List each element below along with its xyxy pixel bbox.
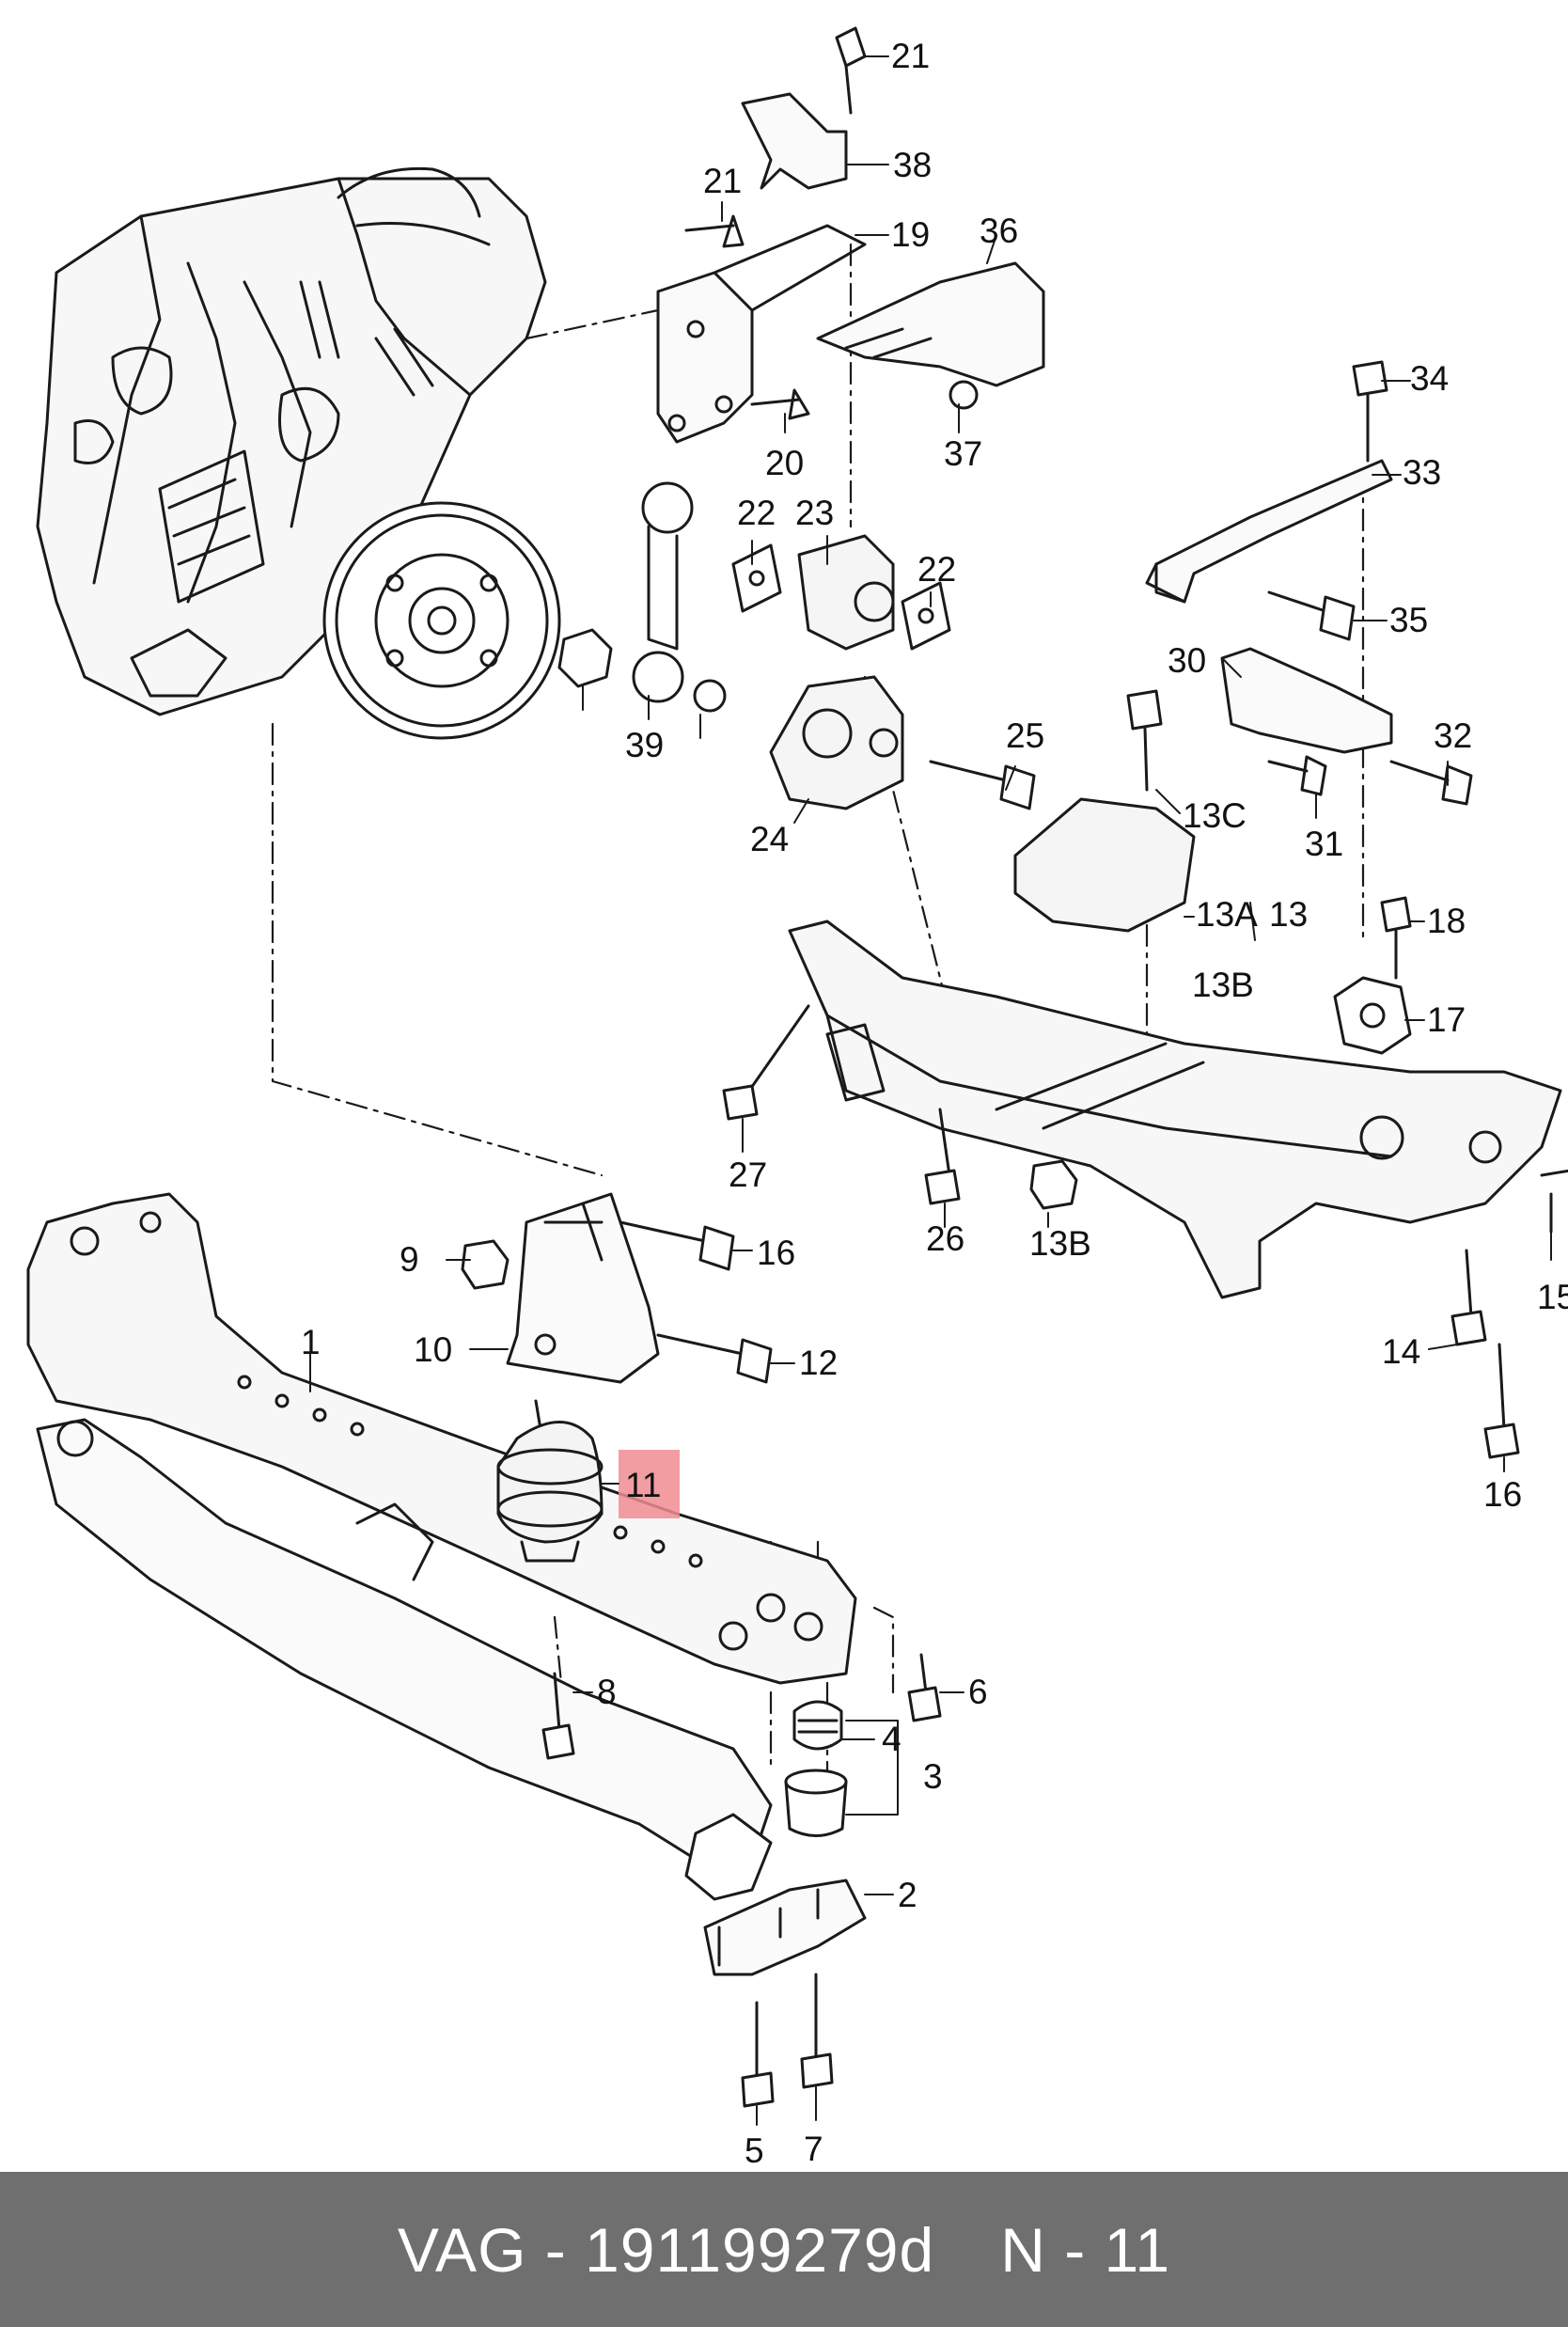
bolt-15 bbox=[1540, 1169, 1568, 1234]
bolt-33 bbox=[1267, 590, 1356, 641]
callout-13b-lower: 13B bbox=[1029, 1224, 1091, 1263]
callout-9: 9 bbox=[400, 1240, 419, 1279]
callout-22-left: 22 bbox=[737, 494, 776, 532]
bolt-13c bbox=[1126, 689, 1163, 792]
engine-illustration bbox=[36, 166, 561, 740]
nut-39 bbox=[557, 628, 613, 688]
bolt-18 bbox=[1380, 896, 1412, 980]
callout-20: 20 bbox=[765, 444, 804, 482]
subframe-13 bbox=[788, 920, 1562, 1299]
bolt-16-left bbox=[619, 1220, 735, 1271]
callout-13b-upper: 13B bbox=[1192, 966, 1254, 1004]
bolt-7 bbox=[800, 1973, 834, 2089]
callout-24: 24 bbox=[750, 820, 789, 858]
engine-mount-11 bbox=[496, 1399, 604, 1563]
callout-21-top: 21 bbox=[891, 37, 930, 75]
mount-17 bbox=[1333, 976, 1412, 1055]
bushing-4 bbox=[792, 1700, 843, 1751]
part-number: VAG - 191199279d bbox=[397, 2214, 935, 2285]
callout-22-right: 22 bbox=[917, 550, 956, 589]
torque-rod-37 bbox=[632, 481, 694, 703]
bracket-28 bbox=[1220, 647, 1393, 754]
bracket-31 bbox=[1145, 459, 1393, 604]
callout-32: 34 bbox=[1410, 359, 1449, 398]
bolt-5 bbox=[741, 2001, 775, 2108]
exploded-parts-diagram: 21 38 21 19 36 20 37 34 33 35 30 32 31 1… bbox=[26, 26, 1568, 2170]
callout-34: 36 bbox=[980, 212, 1018, 250]
callout-18: 18 bbox=[1427, 902, 1466, 940]
callout-36: 38 bbox=[893, 146, 932, 184]
bolt-8 bbox=[541, 1672, 575, 1760]
bolt-21-top bbox=[835, 26, 867, 115]
callout-35: 37 bbox=[944, 434, 982, 473]
part-footer-bar: VAG - 191199279d N - 11 bbox=[0, 2172, 1568, 2327]
callout-16-left: 16 bbox=[757, 1234, 795, 1272]
callout-27: 27 bbox=[729, 1156, 767, 1194]
engine-bracket-19 bbox=[656, 224, 867, 444]
callout-14: 14 bbox=[1382, 1332, 1420, 1371]
crossmember-1 bbox=[26, 1192, 857, 1901]
callout-33: 35 bbox=[1389, 601, 1428, 639]
washer-22-right bbox=[901, 581, 951, 651]
callout-3: 3 bbox=[923, 1757, 943, 1796]
callout-29: 31 bbox=[1305, 825, 1343, 863]
highlight-box bbox=[619, 1450, 680, 1518]
callout-12: 12 bbox=[799, 1344, 838, 1382]
callout-30: 32 bbox=[1434, 716, 1472, 755]
bolt-6 bbox=[907, 1653, 942, 1722]
callout-13: 13 bbox=[1269, 895, 1308, 934]
bolt-29 bbox=[1267, 755, 1327, 796]
bolt-14 bbox=[1450, 1249, 1487, 1346]
callout-16-right: 16 bbox=[1483, 1475, 1522, 1514]
callout-17: 17 bbox=[1427, 1000, 1466, 1039]
bracket-10 bbox=[506, 1192, 660, 1384]
callout-15: 15 bbox=[1537, 1278, 1568, 1316]
nut-9 bbox=[461, 1239, 510, 1290]
callout-37: 39 bbox=[625, 726, 664, 764]
callout-13c: 13C bbox=[1183, 796, 1247, 835]
bolt-30 bbox=[1389, 760, 1473, 806]
bushing-38 bbox=[693, 679, 727, 713]
mount-3 bbox=[784, 1769, 848, 1837]
mount-23 bbox=[797, 534, 895, 651]
bolt-20 bbox=[750, 388, 810, 420]
callout-6: 6 bbox=[968, 1673, 988, 1711]
bolt-26 bbox=[924, 1108, 961, 1205]
bolt-12 bbox=[656, 1333, 773, 1384]
callout-28: 30 bbox=[1168, 641, 1206, 680]
plate-13a bbox=[1013, 797, 1196, 933]
support-plate-34 bbox=[816, 261, 1045, 387]
callout-23: 23 bbox=[795, 494, 834, 532]
washer-22-left bbox=[731, 543, 782, 613]
callout-21-left: 21 bbox=[703, 162, 742, 200]
nut-35 bbox=[949, 380, 979, 410]
callout-31: 33 bbox=[1403, 453, 1441, 492]
bolt-16-right bbox=[1483, 1343, 1520, 1459]
callout-10: 10 bbox=[414, 1330, 452, 1369]
callout-8: 8 bbox=[597, 1673, 617, 1711]
callout-13a: 13A bbox=[1196, 895, 1258, 934]
callout-7: 7 bbox=[804, 2130, 823, 2168]
bolt-27 bbox=[722, 1004, 810, 1121]
callout-25: 25 bbox=[1006, 716, 1044, 755]
bracket-36 bbox=[741, 92, 848, 190]
bolt-32 bbox=[1352, 360, 1388, 463]
bracket-2 bbox=[703, 1879, 867, 1976]
callout-19: 19 bbox=[891, 215, 930, 254]
bolt-21-left bbox=[684, 214, 745, 248]
mount-24 bbox=[769, 675, 904, 810]
callout-26: 26 bbox=[926, 1219, 964, 1258]
callout-4: 4 bbox=[882, 1720, 902, 1758]
callout-11: 11 bbox=[625, 1466, 661, 1504]
callout-2: 2 bbox=[898, 1876, 917, 1914]
bolt-25 bbox=[929, 760, 1036, 810]
diagram-position: N - 11 bbox=[1000, 2214, 1171, 2285]
callout-5: 5 bbox=[745, 2131, 764, 2170]
nut-13b bbox=[1029, 1159, 1078, 1210]
callout-1: 1 bbox=[301, 1323, 321, 1361]
